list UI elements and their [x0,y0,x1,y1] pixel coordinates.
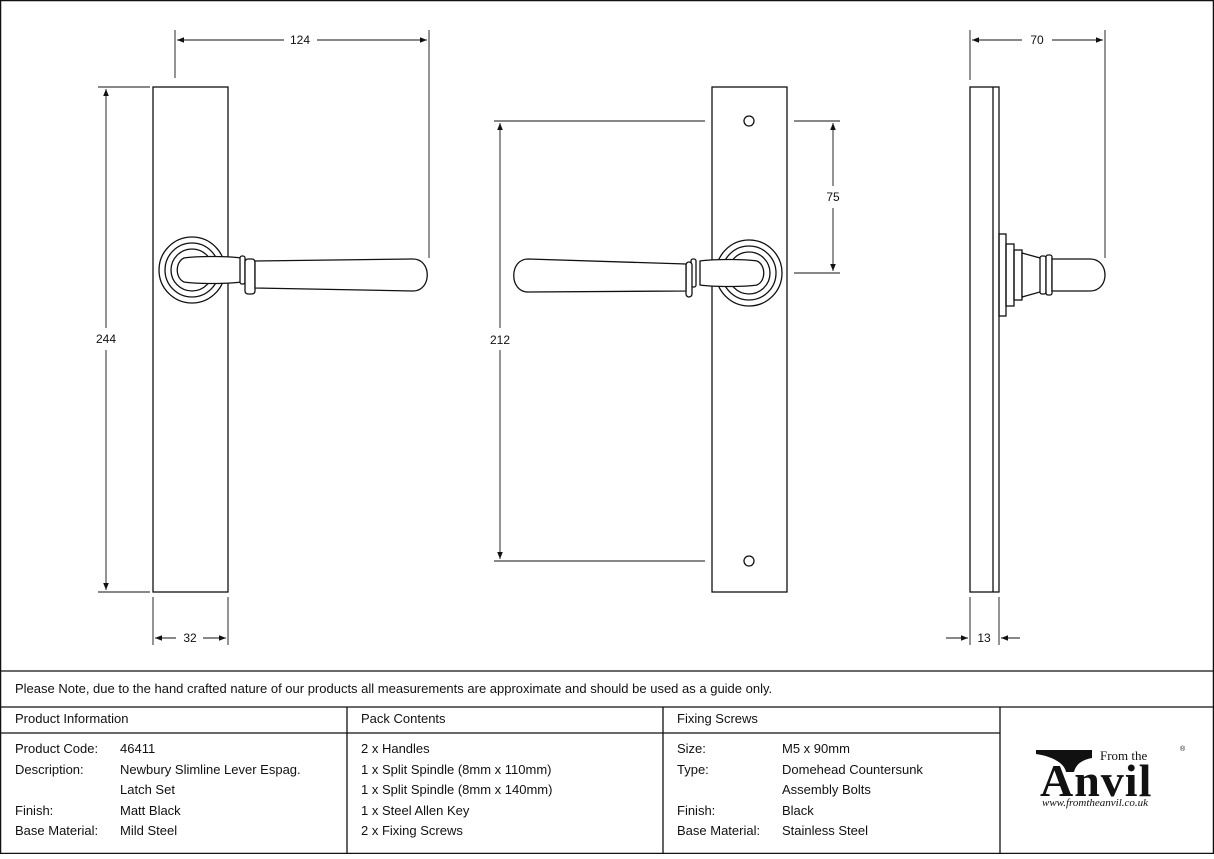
rear-backplate [711,86,788,593]
pack-item: 1 x Split Spindle (8mm x 140mm) [361,782,553,797]
screw-type-value-cont: Assembly Bolts [782,782,871,797]
description-value: Newbury Slimline Lever Espag. [120,761,301,777]
logo-registered-mark: ® [1180,746,1186,753]
fixing-label: Size: [677,741,706,756]
product-info-labels: Product Code: Description: Finish: Base … [15,739,98,842]
rear-view [513,86,788,593]
side-rose-2 [1005,243,1015,307]
fixing-label: Type: [677,761,709,777]
fixing-hole-bottom [743,555,755,567]
product-info-label: Finish: [15,802,54,818]
side-view [969,86,1106,593]
product-info-label: Description: [15,761,84,777]
anvil-logo-icon [1036,750,1092,772]
finish-value: Matt Black [120,802,181,818]
product-code-value: 46411 [120,741,156,756]
front-collar-1 [239,255,246,285]
side-rose-3 [1013,249,1023,301]
brand-logo: From the ® Anvil www.fromtheanvil.co.uk [1030,740,1190,820]
pack-item: 2 x Handles [361,741,430,756]
side-collar-1 [1039,255,1047,295]
front-collar-2 [244,258,256,295]
screw-finish-value: Black [782,802,814,818]
screw-size-value: M5 x 90mm [782,741,850,756]
logo-brand-text: Anvil [1040,755,1153,806]
dim-handle-projection: 124 [290,33,310,47]
rear-dimensions [494,120,840,562]
side-dimensions [946,30,1106,645]
product-info-label: Product Code: [15,741,99,756]
dim-plate-height: 244 [96,332,116,346]
fixing-label [677,780,760,801]
fixing-hole-top [743,115,755,127]
screw-type-value: Domehead Countersunk [782,761,923,777]
dim-plate-thickness: 13 [977,631,991,645]
rear-collar-2 [685,261,693,298]
front-view [152,86,428,593]
dim-side-projection: 70 [1030,33,1044,47]
front-lever-neck [176,255,242,285]
fixing-screws-values: M5 x 90mm Domehead Countersunk Assembly … [782,739,923,842]
info-table-grid [0,670,1214,854]
product-info-header: Product Information [15,711,129,726]
side-backplate [969,86,1000,593]
dim-spindle-offset: 75 [826,190,840,204]
rear-lever-neck [699,258,765,288]
logo-from-text: From the [1100,748,1148,763]
fixing-screws-header: Fixing Screws [677,711,758,726]
product-info-values: 46411 Newbury Slimline Lever Espag. Latc… [120,739,301,842]
description-value-cont: Latch Set [120,782,175,797]
fixing-label: Base Material: [677,823,761,838]
measurement-note: Please Note, due to the hand crafted nat… [15,681,773,696]
pack-item: 1 x Split Spindle (8mm x 110mm) [361,761,552,777]
side-rose-1 [998,233,1007,317]
front-dimensions [98,30,430,645]
base-material-value: Mild Steel [120,823,178,838]
product-info-label [15,780,98,801]
side-lever-end [1051,258,1106,292]
product-info-label: Base Material: [15,823,99,838]
fixing-screws-labels: Size: Type: Finish: Base Material: [677,739,760,842]
pack-contents-header: Pack Contents [361,711,446,726]
pack-contents-list: 2 x Handles 1 x Split Spindle (8mm x 110… [361,739,552,842]
front-lever-arm [254,258,428,292]
screw-material-value: Stainless Steel [782,823,868,838]
pack-item: 2 x Fixing Screws [361,823,463,838]
logo-url-text: www.fromtheanvil.co.uk [1042,797,1149,809]
dim-fixing-centres: 212 [490,333,510,347]
front-backplate [152,86,229,593]
fixing-label: Finish: [677,802,716,818]
dim-plate-width: 32 [183,631,197,645]
pack-item: 1 x Steel Allen Key [361,802,470,818]
rear-lever-arm [513,258,687,293]
side-collar-2 [1045,254,1053,296]
